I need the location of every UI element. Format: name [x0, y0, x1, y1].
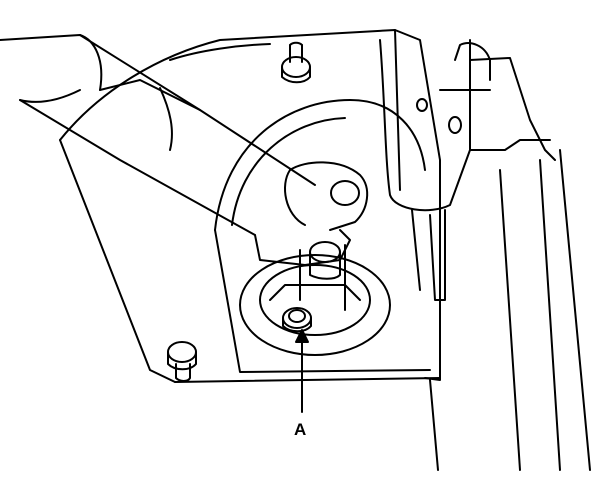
side-housing [379, 29, 591, 471]
plate-recess [214, 99, 431, 373]
top-nut [281, 41, 311, 84]
callout-label-a: A [294, 420, 307, 439]
mounting-plate [59, 29, 441, 383]
pinch-bolt [282, 307, 312, 333]
callout-arrow [295, 329, 309, 413]
bottom-left-nut [167, 341, 197, 382]
shaft-flange [239, 254, 391, 356]
steering-shaft [0, 34, 316, 236]
universal-joint [254, 161, 369, 311]
